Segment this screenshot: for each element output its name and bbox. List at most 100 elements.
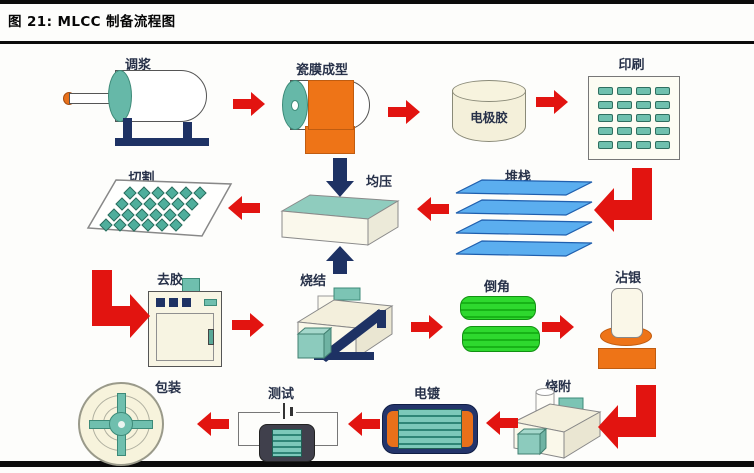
green-bar [462,326,540,352]
electrode-pad [655,100,670,109]
figure-title: 图 21: MLCC 制备流程图 [8,14,176,30]
cut-chips-pattern [99,186,207,232]
mill-leg [183,122,192,140]
step-label-sintering: 烧结 [299,274,326,289]
oven-button [156,298,165,307]
flow-elbow-cutting-to-binder-removal [92,270,150,338]
mill-end-cap [108,70,132,122]
green-bar [460,296,536,320]
battery-plate-long [283,403,285,419]
electrode-pad [655,140,670,149]
flow-arrow-binder-to-sintering [232,313,264,337]
press-down-arrow [326,158,354,197]
film-roller-illustration [282,78,374,154]
electrode-pad [655,113,670,122]
kiln-cube [517,433,541,455]
conveyor-boom [318,309,386,362]
electrode-pad [598,87,613,96]
printed-row [598,100,670,109]
flow-arrow-stacking-to-pressing [417,197,449,221]
step-label-testing: 测试 [267,387,294,402]
electrode-pad [598,140,613,149]
oven-chimney [182,278,200,292]
silver-tray [598,348,656,369]
flow-arrow-slurry-to-film [233,92,265,116]
flow-arrow-plating-to-testing [348,412,380,436]
chip-under-test [259,424,315,462]
conveyor-base [314,352,374,360]
step-label-plating: 电镀 [413,387,440,402]
electrode-pad [636,113,651,122]
slab-front [281,210,369,246]
drum-label: 电极胶 [470,110,508,125]
bottom-rule [0,461,754,467]
sintering-kiln-illustration [296,287,394,362]
electrode-pad [617,87,632,96]
pressing-illustration [280,158,400,274]
firing-kiln-illustration [512,388,602,459]
battery-plate-short [290,407,293,416]
oven-indicator [204,299,217,306]
printing-plate [588,76,680,160]
flow-arrow-firing-to-plating [486,411,518,435]
chamfering-illustration [460,294,540,354]
silver-dipping-illustration [598,286,658,370]
electrode-pad [617,100,632,109]
reel-hub-hole [118,421,125,428]
dipped-block [611,288,643,338]
flow-arrow-pressing-to-cutting [228,196,260,220]
step-label-binder-removal: 去胶 [156,273,183,288]
printed-row [598,113,670,122]
electrode-pad [655,127,670,136]
oven-door [156,313,214,361]
title-rule [0,41,754,44]
flow-arrow-film-to-paste [388,100,420,124]
printed-row [598,87,670,96]
electrode-paste-drum: 电极胶 [452,80,526,150]
oven-button [169,298,178,307]
cutting-sheet-illustration [86,179,233,237]
mill-shaft [69,93,113,104]
stack-sheet [455,240,593,257]
electrode-pad [598,100,613,109]
testing-illustration [236,398,342,466]
electrode-pad [617,140,632,149]
flow-arrow-sintering-to-chamfering [411,315,443,339]
step-label-slurry: 调浆 [124,58,151,73]
press-up-arrow [326,246,354,274]
stack-sheet [455,199,593,216]
kiln-cube [297,333,325,359]
step-label-film-forming: 瓷膜成型 [295,63,348,78]
chip-ceramic-body [272,429,302,457]
step-label-chamfering: 倒角 [483,280,510,295]
stack-sheet [455,219,593,236]
drum-lid [452,80,526,102]
electrode-pad [636,100,651,109]
stack-sheet [455,179,593,196]
electrode-pad [636,87,651,96]
roller-axle-hole [291,100,299,111]
mill-base [115,138,209,146]
stacking-illustration [455,179,593,257]
printed-row [598,140,670,149]
chip-ceramic-body [398,409,462,449]
flow-arrow-testing-to-packaging [197,412,229,436]
kiln-chimney-top [535,388,555,396]
film-band [308,80,354,130]
electrode-pad [617,127,632,136]
conveyor-post [377,310,386,328]
top-rule [0,0,754,4]
flow-arrow-chamfering-to-silver [542,315,574,339]
wire-gap [280,410,296,415]
flow-elbow-silver-to-firing [598,385,656,449]
step-label-pressing: 均压 [365,175,392,190]
flow-arrow-paste-to-printing [536,90,568,114]
oven-door-handle [208,329,214,345]
kiln-cube-side [323,326,332,360]
kiln-teal-cap [333,287,361,301]
flow-elbow-printing-to-stacking [594,168,652,232]
step-label-printing: 印刷 [618,58,645,73]
step-label-packaging: 包装 [154,381,181,396]
debinding-oven-illustration [146,276,224,368]
electrode-pad [655,87,670,96]
